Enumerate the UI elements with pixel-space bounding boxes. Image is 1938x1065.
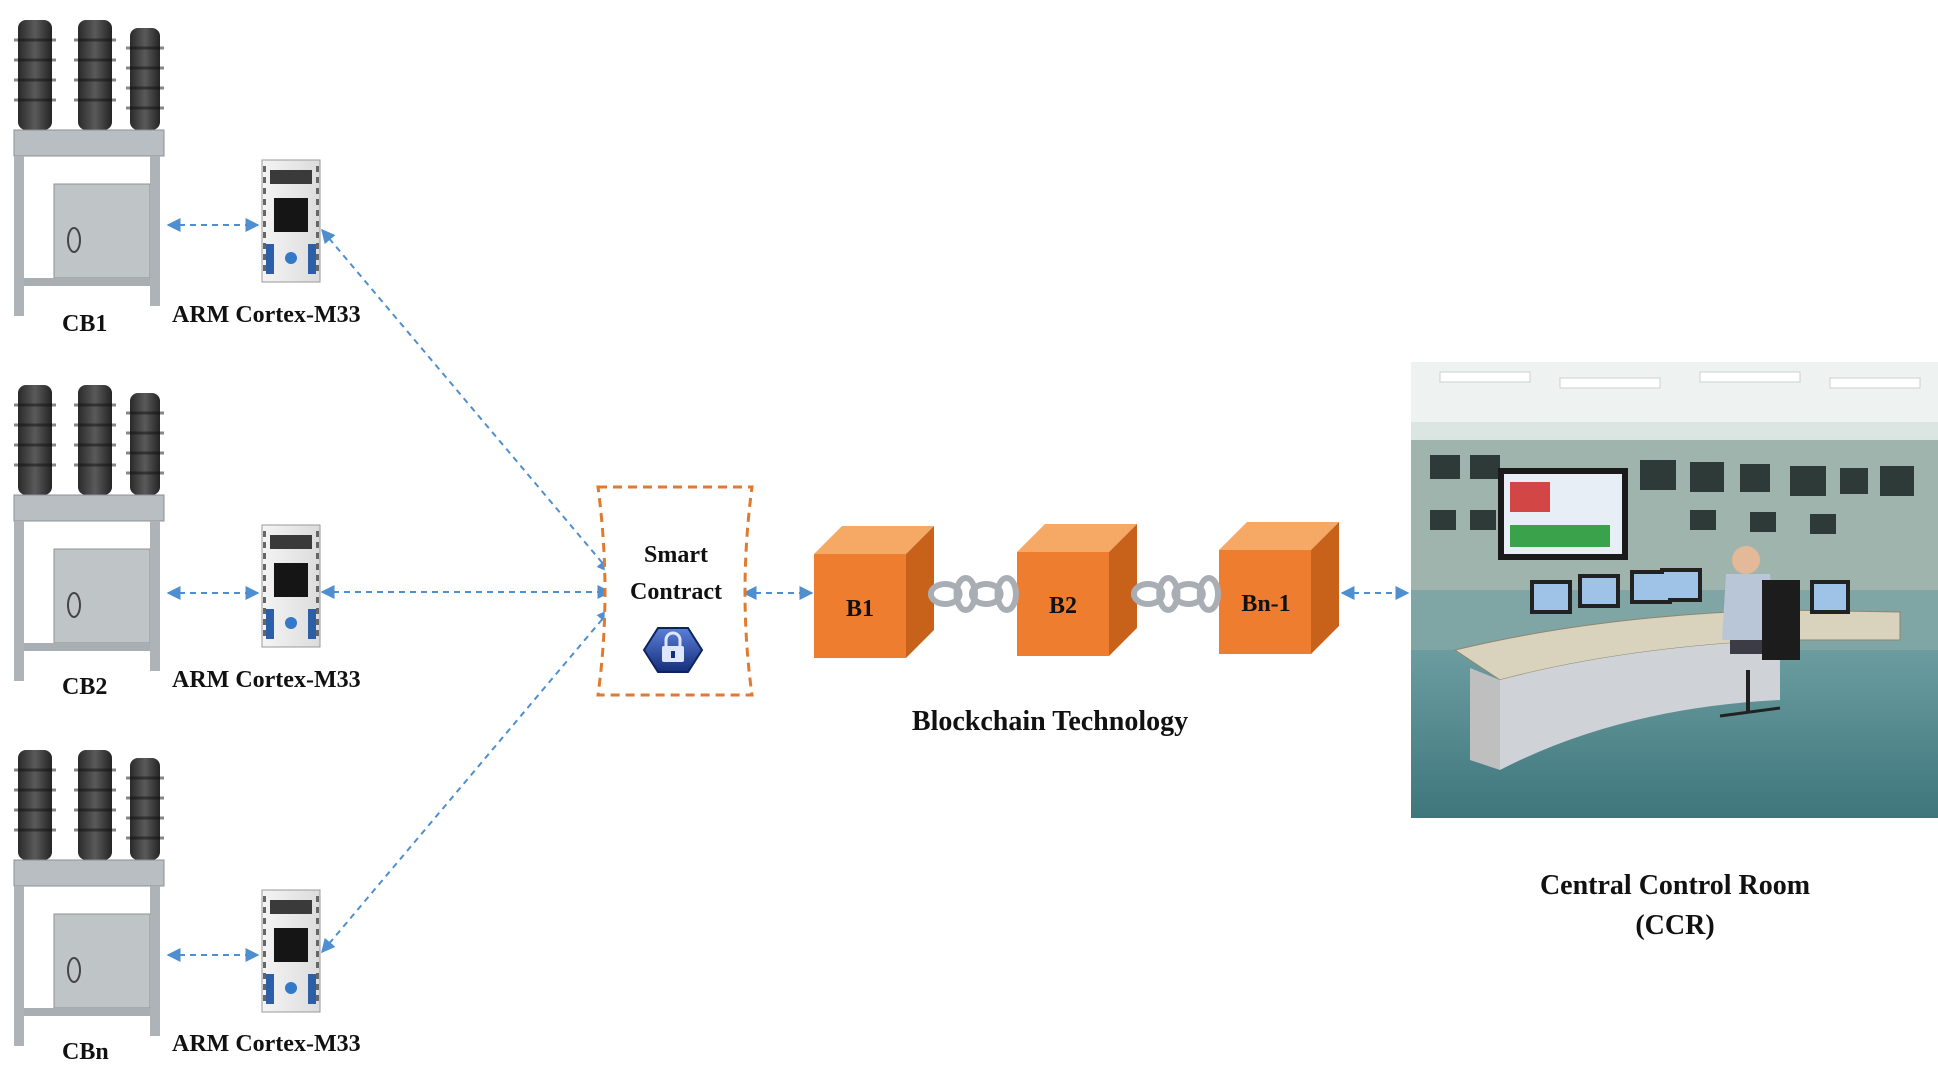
circuit-breaker-1 bbox=[13, 20, 165, 316]
block-b1-label: B1 bbox=[845, 596, 874, 622]
chain-link bbox=[1196, 575, 1221, 613]
circuit-breaker-n bbox=[13, 750, 165, 1046]
control-room-image bbox=[1411, 362, 1938, 818]
blockchain bbox=[814, 522, 1339, 658]
cb2-label: CB2 bbox=[62, 674, 108, 700]
block-2 bbox=[1017, 524, 1137, 656]
lock-icon bbox=[642, 627, 704, 673]
blockchain-caption: Blockchain Technology bbox=[911, 706, 1189, 737]
smart-contract-line2: Contract bbox=[630, 579, 722, 605]
chain-link bbox=[953, 575, 978, 613]
ccr-abbrev: (CCR) bbox=[1635, 910, 1715, 941]
ccr-title: Central Control Room bbox=[1539, 870, 1811, 901]
chain-link bbox=[1130, 581, 1166, 607]
chain-link bbox=[1171, 581, 1206, 607]
smart-contract bbox=[596, 485, 754, 697]
arm2-label: ARM Cortex-M33 bbox=[172, 667, 361, 693]
circuit-breaker-2 bbox=[13, 385, 165, 681]
arrow-arm1-contract bbox=[321, 228, 611, 574]
arm-board-1 bbox=[261, 159, 321, 283]
smart-contract-line1: Smart bbox=[644, 542, 708, 568]
chain-link bbox=[927, 581, 963, 607]
block-b2-label: B2 bbox=[1048, 593, 1077, 619]
cb1-label: CB1 bbox=[62, 311, 108, 337]
arm-board-3 bbox=[261, 889, 321, 1013]
connection-arrows bbox=[166, 218, 1410, 962]
arm1-label: ARM Cortex-M33 bbox=[172, 302, 361, 328]
arrow-arm3-contract bbox=[321, 608, 611, 954]
chain-link bbox=[1156, 575, 1181, 613]
arm3-label: ARM Cortex-M33 bbox=[172, 1031, 361, 1057]
block-bn1-label: Bn-1 bbox=[1241, 591, 1291, 617]
block-1 bbox=[814, 526, 934, 658]
chain-link bbox=[994, 575, 1019, 613]
arm-board-2 bbox=[261, 524, 321, 648]
chain-link bbox=[968, 581, 1004, 607]
block-3 bbox=[1219, 522, 1339, 654]
chain-links bbox=[927, 575, 1221, 613]
cbn-label: CBn bbox=[62, 1039, 109, 1065]
